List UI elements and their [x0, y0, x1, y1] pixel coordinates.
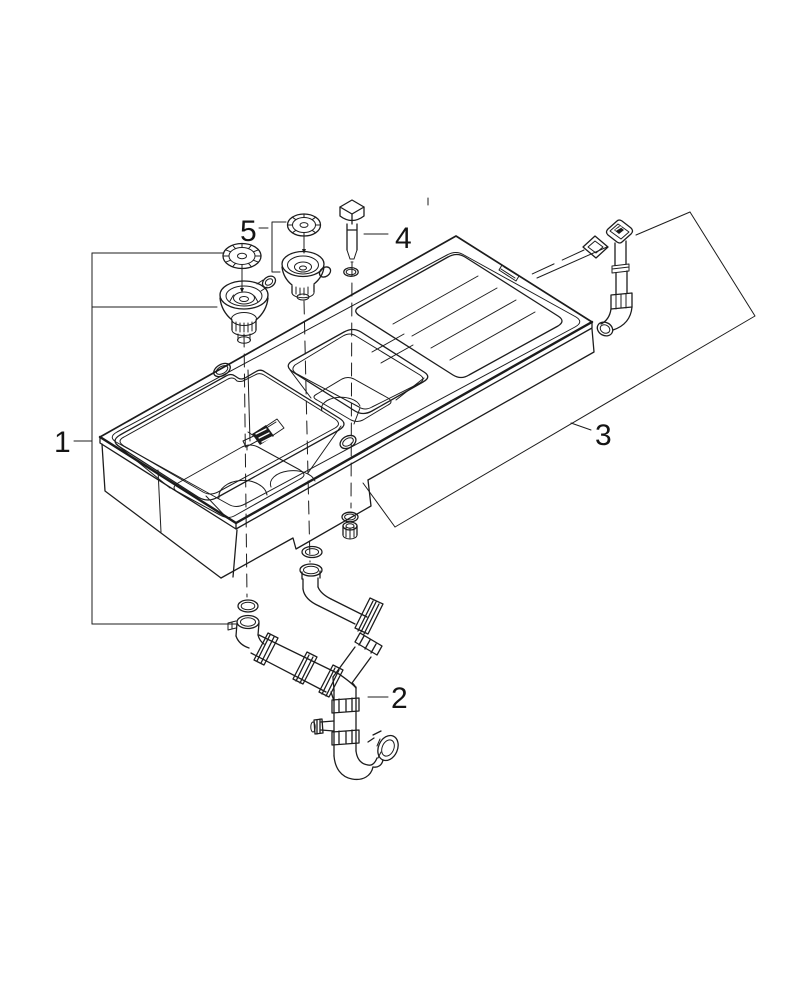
under-sink-fittings	[237, 511, 359, 613]
part-label-4: 4	[395, 222, 412, 255]
sink-deck	[99, 235, 593, 524]
sink-underbody	[101, 328, 595, 579]
plug-hole	[339, 434, 357, 450]
sink-unit	[98, 235, 595, 579]
trap-vertical-pipe	[330, 673, 360, 757]
plug-o-ring	[343, 266, 359, 278]
overflow-gasket	[582, 235, 609, 259]
o-ring-half	[301, 545, 323, 559]
threaded-bushing	[342, 521, 358, 540]
drain-trap-assembly	[227, 563, 399, 781]
leader-part-1	[73, 252, 237, 625]
trap-u-bend	[333, 730, 399, 781]
strainer-funnel-right	[281, 250, 332, 301]
drainboard	[355, 253, 563, 379]
trap-inlet-main	[227, 614, 265, 649]
leader-part-5	[258, 221, 287, 273]
part-label-1: 1	[54, 426, 71, 459]
overflow-faceplate	[605, 219, 634, 244]
part-label-3: 3	[595, 419, 612, 452]
overflow-assembly	[582, 219, 634, 337]
blanking-plug	[339, 199, 365, 278]
leader-line-plug	[350, 262, 353, 509]
overflow-outlet	[596, 321, 614, 337]
strainer-funnel-left	[219, 275, 277, 344]
trap-inlet-half	[299, 563, 332, 607]
main-bowl	[114, 369, 345, 519]
trap-outlet-nut	[377, 734, 399, 762]
mounting-clip	[242, 418, 285, 451]
leader-line-half-drain	[303, 300, 311, 563]
dishwasher-nipple	[310, 718, 335, 735]
trap-pipe-b	[318, 598, 368, 625]
half-bowl	[287, 328, 429, 425]
part-label-5: 5	[240, 215, 257, 248]
leader-overflow	[529, 249, 585, 276]
overflow-pipe	[596, 240, 633, 337]
overflow-region-boundary	[362, 211, 756, 528]
leader-line-main-drain	[243, 333, 248, 598]
strainer-cap-right	[286, 213, 322, 254]
faucet-hole	[213, 362, 231, 378]
strainer-cap-left	[222, 242, 262, 293]
part-label-2: 2	[391, 682, 408, 715]
overflow-slot	[498, 264, 520, 282]
basket-strainer-assembly	[219, 213, 332, 344]
o-ring-main	[237, 599, 259, 613]
half-bowl-drain-recess	[321, 396, 361, 412]
main-bowl-drain-recess	[218, 479, 268, 499]
